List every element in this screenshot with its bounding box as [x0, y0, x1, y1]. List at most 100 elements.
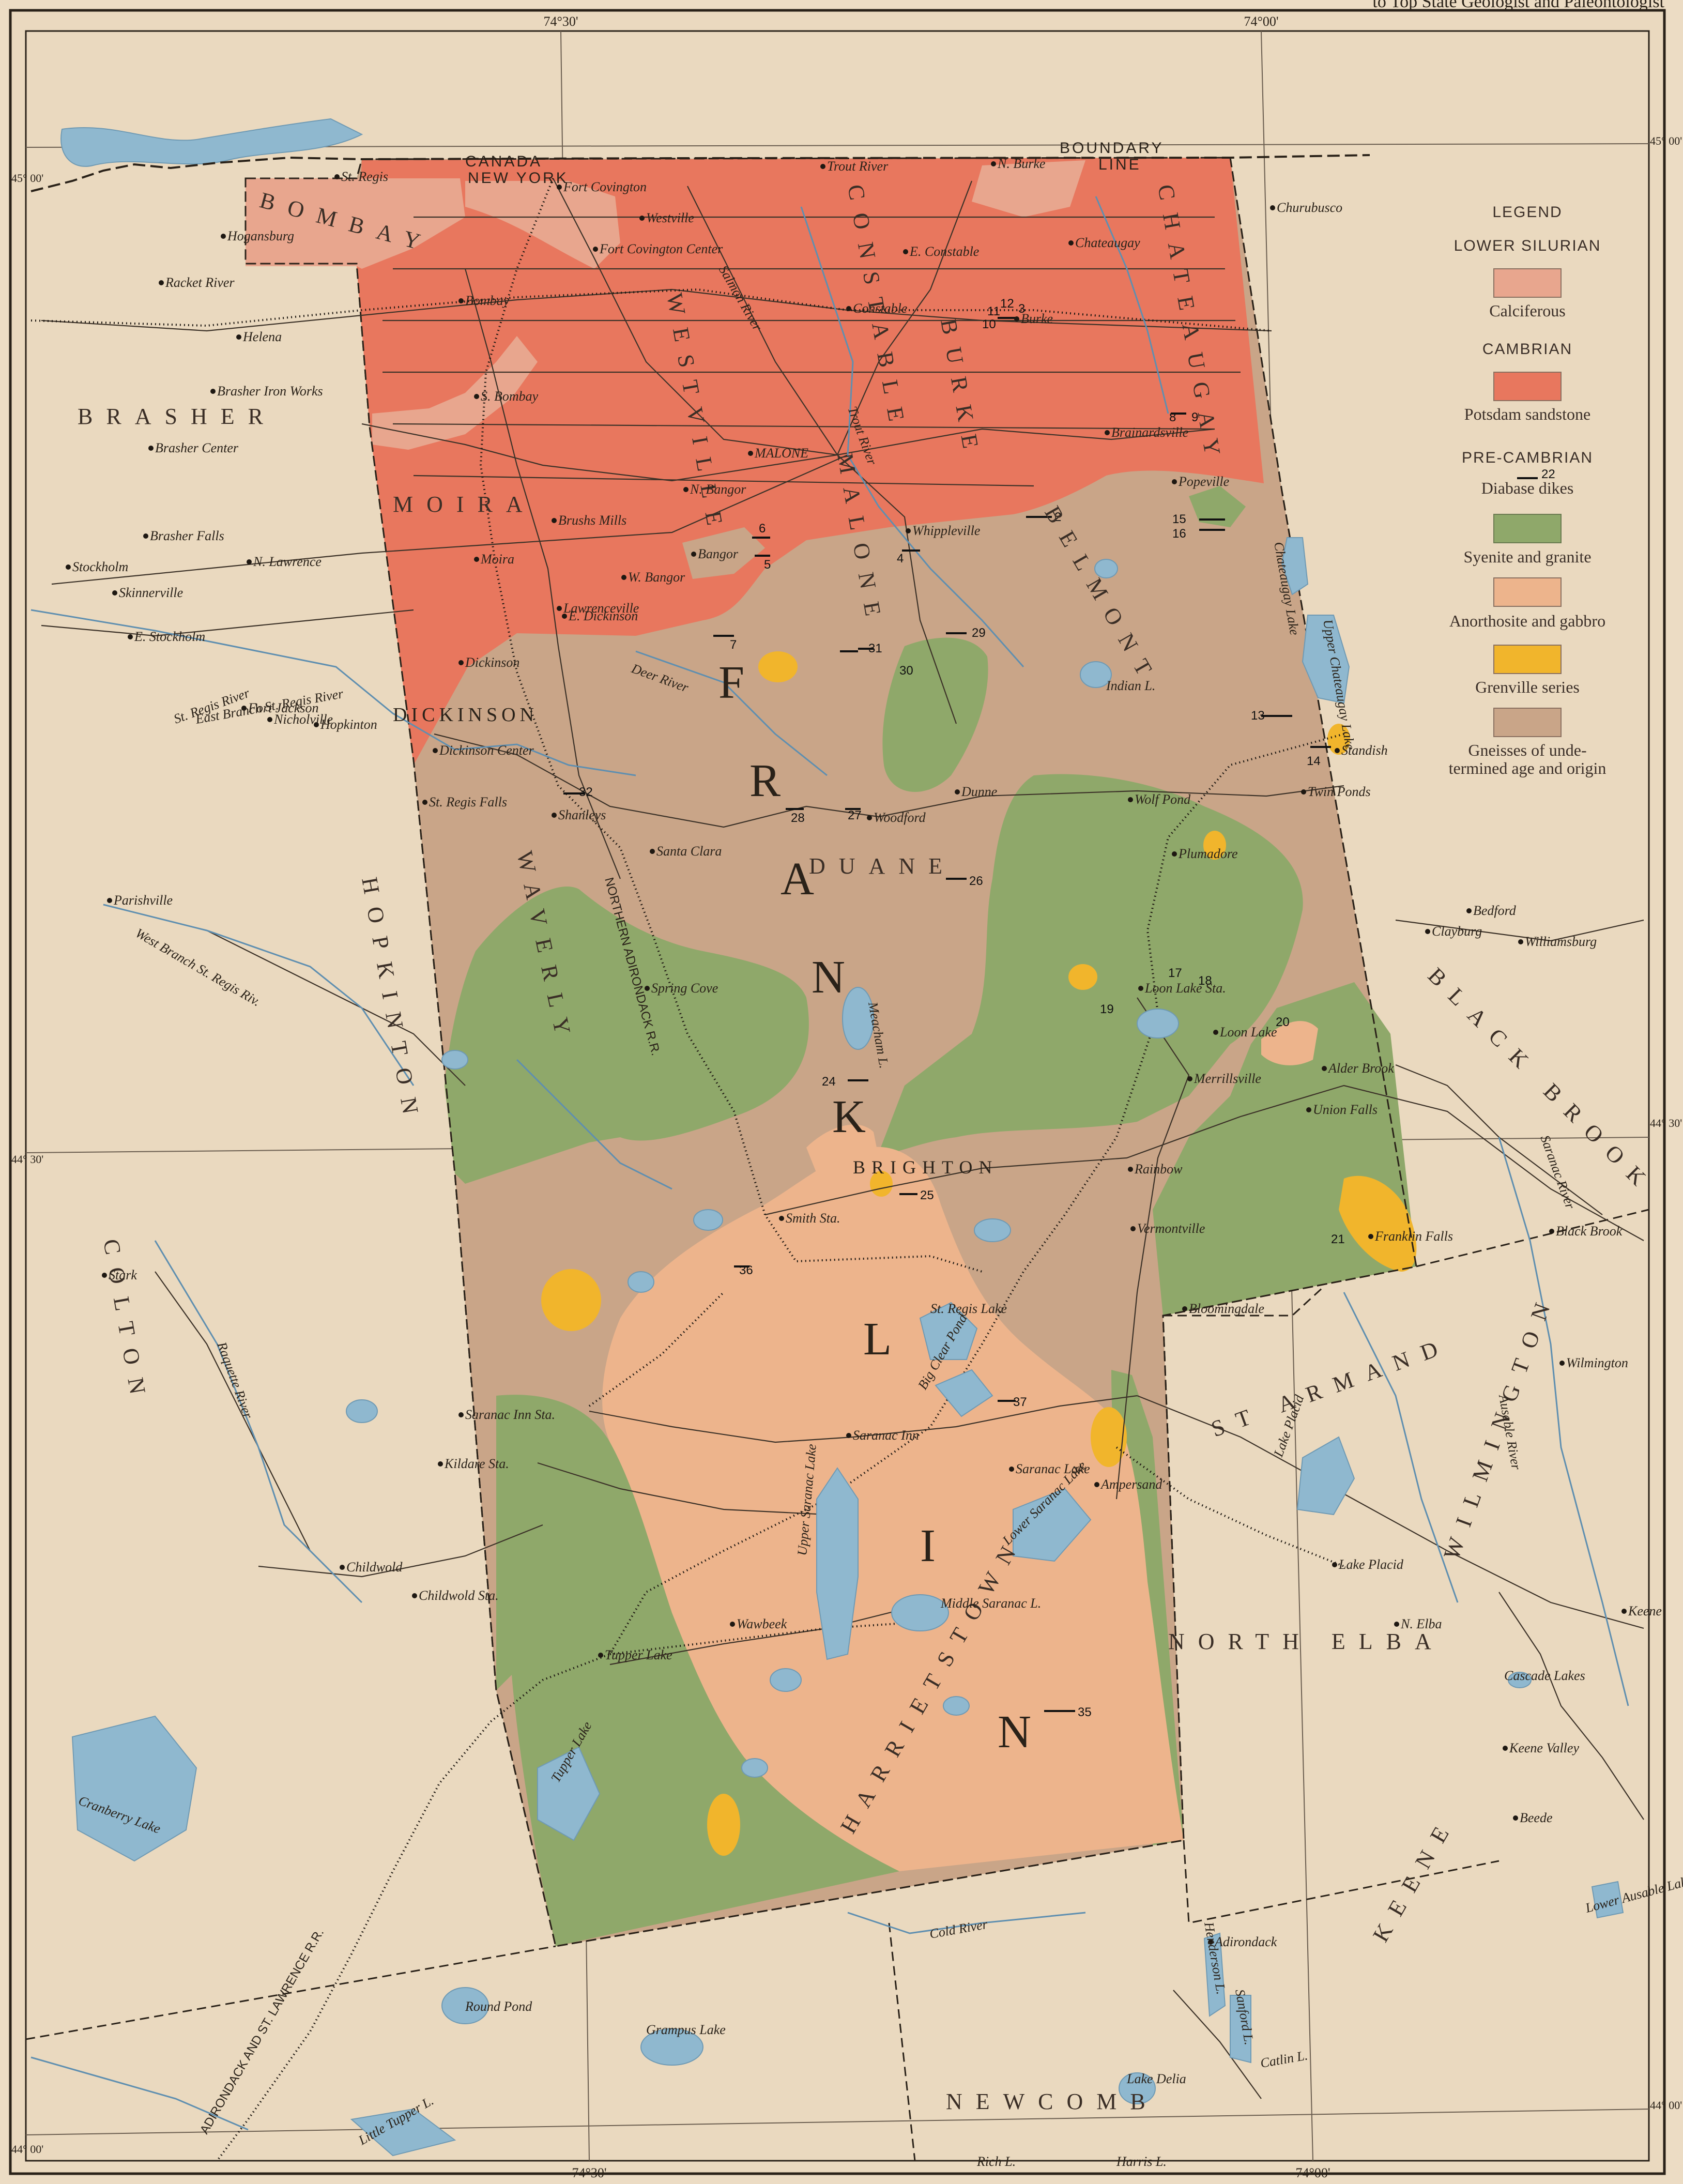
town-marker — [314, 722, 319, 727]
town-marker — [412, 1593, 417, 1598]
saranac-river — [1343, 1292, 1459, 1603]
stream-south — [30, 2056, 249, 2131]
lakes — [71, 537, 1624, 2157]
town-label: Childwold — [346, 1560, 403, 1575]
road — [609, 1601, 931, 1666]
little-tupper-lake — [350, 2108, 456, 2157]
grenville-standish — [1327, 724, 1350, 755]
legend-swatch-potsdam — [1493, 372, 1562, 401]
town-label: Loon Lake Sta. — [1144, 981, 1226, 996]
road — [258, 1524, 543, 1578]
town-marker — [210, 389, 216, 394]
town-marker — [458, 298, 464, 303]
dike-label-35: 35 — [1078, 1705, 1092, 1719]
town-label: Brasher Iron Works — [217, 384, 323, 399]
town-label: Plumadore — [1178, 846, 1238, 861]
road-network — [41, 178, 1644, 2099]
town-marker — [334, 174, 340, 179]
town-marker — [1094, 1482, 1099, 1487]
lat-label-44-30-right: 44° 30' — [1650, 1117, 1682, 1129]
town-marker — [645, 986, 650, 991]
road — [1137, 1395, 1644, 1629]
town-marker — [1466, 908, 1472, 913]
town-marker — [1559, 1361, 1565, 1366]
legend-label-syenite: Syenite and granite — [1463, 547, 1591, 566]
town-marker — [598, 1653, 603, 1658]
lat-label-44-30-left: 44° 30' — [11, 1153, 43, 1166]
lon-label-top-left: 74°30' — [543, 14, 578, 29]
town-label: Merrillsville — [1194, 1071, 1261, 1086]
town-label: MALONE — [754, 446, 808, 461]
town-marker — [474, 557, 479, 562]
rail-adirondack-st-lawrence — [216, 733, 1344, 2162]
town-marker — [433, 748, 438, 753]
town-label: Tupper Lake — [605, 1647, 672, 1662]
county-letter: N — [998, 1706, 1031, 1758]
town-label: Racket River — [165, 275, 235, 290]
county-boundary — [244, 157, 1417, 1947]
town-label: Brasher Falls — [150, 528, 224, 543]
township-dickinson: DICKINSON — [393, 704, 538, 726]
town-marker — [221, 234, 226, 239]
road — [41, 288, 1272, 332]
town-marker — [621, 575, 626, 580]
town-marker — [1187, 1076, 1192, 1081]
dike-label-3: 3 — [1018, 302, 1025, 316]
deer-river — [635, 650, 828, 776]
big-clear-pond — [935, 1369, 993, 1417]
town-label: Brasher Center — [155, 440, 239, 455]
pond — [770, 1668, 802, 1692]
road — [1173, 1990, 1262, 2099]
town-label: Beede — [1520, 1810, 1553, 1825]
water-label: Rich L. — [976, 2154, 1016, 2169]
canada-label: CANADA — [465, 153, 542, 170]
town-marker — [458, 660, 464, 665]
town-marker — [438, 1461, 443, 1467]
town-marker — [128, 634, 133, 639]
town-marker — [66, 564, 71, 570]
syenite-waverly — [445, 887, 809, 1184]
boundary-label: BOUNDARY — [1060, 140, 1164, 157]
road — [878, 785, 1344, 818]
water-label: Grampus Lake — [646, 2022, 726, 2037]
road — [1395, 1064, 1603, 1215]
town-label: Skinnerville — [119, 585, 183, 600]
town-label: Kildare Sta. — [444, 1456, 509, 1471]
boundary-essex-east — [1416, 1209, 1649, 1267]
dike-label-17: 17 — [1168, 966, 1182, 980]
road — [41, 609, 414, 637]
loon-lake — [1137, 1009, 1179, 1038]
rail-lake-placid — [1115, 1446, 1344, 1567]
boundary-essex-south — [1183, 1840, 1500, 1924]
syenite-tupper — [496, 1395, 899, 1946]
dike-label-36: 36 — [739, 1263, 753, 1277]
map-neatline — [25, 30, 1650, 2162]
west-branch-st-regis — [103, 904, 415, 1086]
dike-label-4: 4 — [897, 552, 904, 566]
town-label: Fort Covington Center — [599, 241, 723, 256]
town-label: Brainardsville — [1111, 425, 1188, 440]
town-marker — [562, 614, 567, 619]
dike-label-15: 15 — [1172, 512, 1186, 526]
town-marker — [1301, 789, 1306, 795]
town-marker — [1213, 1030, 1218, 1035]
town-label: Bloomingdale — [1189, 1301, 1264, 1316]
township-north-elba: NORTH ELBA — [1168, 1629, 1445, 1654]
town-marker — [247, 559, 252, 564]
potsdam-sandstone — [357, 158, 1264, 765]
town-label: Stark — [109, 1267, 137, 1282]
town-label: Bangor — [698, 546, 739, 561]
town-marker — [107, 898, 112, 903]
town-label: Trout River — [827, 159, 889, 174]
road — [836, 180, 973, 455]
town-marker — [1270, 205, 1275, 210]
town-label: Black Brook — [1556, 1224, 1623, 1239]
town-label: Parishville — [113, 893, 173, 908]
syenite-duane-north — [882, 637, 988, 792]
town-label: Nicholville — [273, 712, 333, 727]
dike-label-19: 19 — [1100, 1002, 1114, 1016]
grenville-saranac-lake — [1091, 1407, 1127, 1467]
road — [464, 268, 621, 879]
town-label: Clayburg — [1432, 924, 1482, 939]
